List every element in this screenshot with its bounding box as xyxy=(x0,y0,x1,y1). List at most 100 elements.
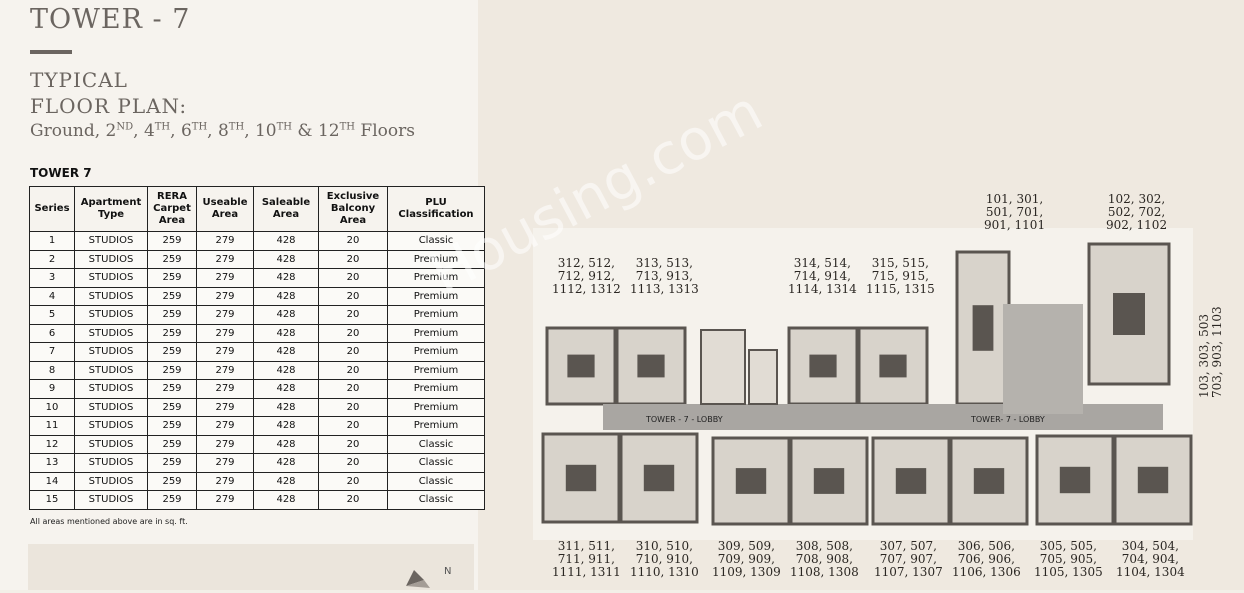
table-cell: 279 xyxy=(196,305,254,325)
table-cell: 259 xyxy=(147,490,197,510)
bed-furniture xyxy=(879,354,907,378)
top-units xyxy=(545,242,1171,406)
table-cell: Premium xyxy=(387,360,485,380)
table-cell: 11 xyxy=(29,416,75,436)
table-cell: 279 xyxy=(196,323,254,343)
table-cell: 14 xyxy=(29,471,75,491)
table-cell: 1 xyxy=(29,231,75,251)
table-cell: Premium xyxy=(387,342,485,362)
unit-number-label: 309, 509,709, 909,1109, 1309 xyxy=(712,539,781,579)
table-header-cell: Exclusive Balcony Area xyxy=(318,186,388,232)
table-cell: Premium xyxy=(387,323,485,343)
table-cell: 279 xyxy=(196,268,254,288)
table-cell: 6 xyxy=(29,323,75,343)
table-cell: STUDIOS xyxy=(74,416,148,436)
unit-number-label: 102, 302,502, 702,902, 1102 xyxy=(1106,192,1168,232)
unit-number-label: 310, 510,710, 910,1110, 1310 xyxy=(630,539,699,579)
table-cell: Premium xyxy=(387,268,485,288)
table-cell: 20 xyxy=(318,471,388,491)
staircase xyxy=(700,329,746,405)
table-cell: 428 xyxy=(253,490,319,510)
table-cell: Premium xyxy=(387,379,485,399)
table-cell: 428 xyxy=(253,471,319,491)
table-cell: STUDIOS xyxy=(74,453,148,473)
floor-plan-drawing: TOWER - 7 - LOBBY TOWER- 7 - LOBBY xyxy=(533,228,1193,540)
table-header-cell: Useable Area xyxy=(196,186,254,232)
table-cell: 279 xyxy=(196,416,254,436)
table-cell: 259 xyxy=(147,379,197,399)
lift-shaft xyxy=(748,349,778,405)
table-cell: 259 xyxy=(147,286,197,306)
bottom-strip xyxy=(28,544,474,590)
table-cell: 428 xyxy=(253,268,319,288)
table-cell: 259 xyxy=(147,323,197,343)
table-cell: 20 xyxy=(318,434,388,454)
table-header-cell: RERA Carpet Area xyxy=(147,186,197,232)
bed-furniture xyxy=(809,354,837,378)
floors-list: Ground, 2ND, 4TH, 6TH, 8TH, 10TH & 12TH … xyxy=(30,121,415,141)
table-cell: 10 xyxy=(29,397,75,417)
table-cell: 279 xyxy=(196,379,254,399)
table-cell: STUDIOS xyxy=(74,305,148,325)
unit-number-label: 311, 511,711, 911,1111, 1311 xyxy=(552,539,621,579)
table-header-cell: Saleable Area xyxy=(253,186,319,232)
bed-furniture xyxy=(637,354,665,378)
table-cell: 279 xyxy=(196,249,254,269)
table-cell: 279 xyxy=(196,231,254,251)
subtitle-floor-plan: FLOOR PLAN: xyxy=(30,94,188,118)
table-cell: 13 xyxy=(29,453,75,473)
table-cell: 428 xyxy=(253,323,319,343)
table-cell: STUDIOS xyxy=(74,268,148,288)
table-cell: STUDIOS xyxy=(74,434,148,454)
table-cell: 20 xyxy=(318,397,388,417)
table-cell: 20 xyxy=(318,453,388,473)
compass-north-label: N xyxy=(444,566,452,577)
bed-furniture xyxy=(813,468,845,494)
table-cell: Classic xyxy=(387,471,485,491)
bed-furniture xyxy=(1059,466,1091,494)
table-cell: 20 xyxy=(318,305,388,325)
table-cell: 259 xyxy=(147,453,197,473)
table-cell: Classic xyxy=(387,434,485,454)
lobby-label-left: TOWER - 7 - LOBBY xyxy=(645,415,723,424)
bed-furniture xyxy=(973,468,1005,494)
table-cell: 279 xyxy=(196,397,254,417)
unit-number-label: 304, 504,704, 904,1104, 1304 xyxy=(1116,539,1185,579)
bed-furniture xyxy=(972,305,994,351)
table-cell: Premium xyxy=(387,397,485,417)
table-cell: 428 xyxy=(253,305,319,325)
bed-furniture xyxy=(567,354,595,378)
table-cell: 20 xyxy=(318,360,388,380)
table-cell: STUDIOS xyxy=(74,231,148,251)
unit-number-label: 312, 512,712, 912,1112, 1312 xyxy=(552,256,621,296)
table-cell: 279 xyxy=(196,342,254,362)
bottom-units xyxy=(541,432,1193,526)
table-cell: STUDIOS xyxy=(74,397,148,417)
table-cell: 20 xyxy=(318,268,388,288)
table-cell: 15 xyxy=(29,490,75,510)
table-cell: 20 xyxy=(318,342,388,362)
tower-title: TOWER - 7 xyxy=(30,4,191,35)
table-cell: 259 xyxy=(147,305,197,325)
table-cell: 3 xyxy=(29,268,75,288)
subtitle-typical: TYPICAL xyxy=(30,68,128,92)
table-header-cell: Apartment Type xyxy=(74,186,148,232)
unit-number-label: 305, 505,705, 905,1105, 1305 xyxy=(1034,539,1103,579)
table-cell: STUDIOS xyxy=(74,249,148,269)
unit-number-label: 313, 513,713, 913,1113, 1313 xyxy=(630,256,699,296)
table-cell: 279 xyxy=(196,434,254,454)
table-header-cell: Series xyxy=(29,186,75,232)
bed-furniture xyxy=(895,468,927,494)
